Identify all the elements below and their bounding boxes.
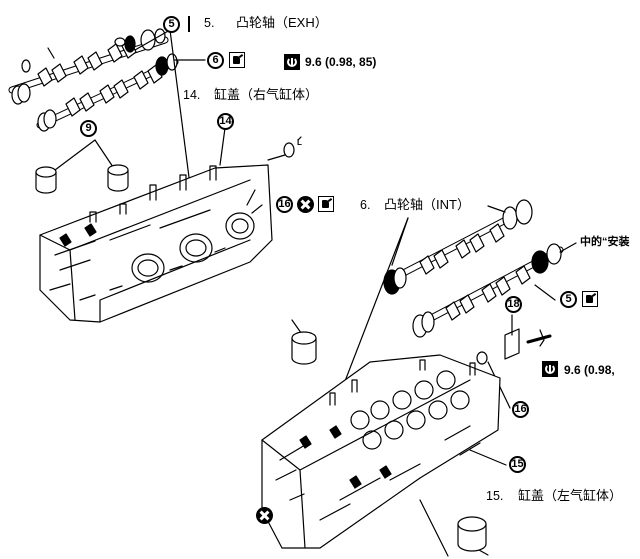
valve-lifters-right	[35, 164, 129, 194]
do-not-reuse-icon	[297, 196, 314, 213]
torque-spec-top: 9.6 (0.98, 85)	[305, 55, 377, 69]
item-15-number: 15.	[486, 489, 504, 503]
callout-18: 18	[505, 296, 522, 313]
valve-lifter-left	[291, 331, 487, 552]
callout-5-right: 5	[560, 291, 577, 308]
mark-l: L	[297, 138, 302, 147]
item-6-number: 6.	[360, 198, 371, 212]
cylinder-head-right-label: 缸盖（右气缸体）	[214, 87, 319, 102]
apply-oil-icon	[229, 52, 245, 68]
torque-wrench-icon	[542, 361, 558, 377]
apply-oil-icon	[318, 196, 334, 212]
cylinder-head-left-bank	[261, 354, 501, 549]
camshaft-exh-right	[8, 28, 169, 105]
torque-spec-right: 9.6 (0.98,	[564, 363, 615, 377]
callout-14: 14	[217, 113, 234, 130]
install-note-text: 中的“安装	[580, 236, 630, 248]
camshaft-exh-label: 凸轮轴（EXH）	[236, 15, 328, 30]
callout-15: 15	[509, 456, 526, 473]
apply-oil-icon	[582, 291, 598, 307]
separator-bar	[188, 16, 190, 32]
callout-16-right: 16	[512, 401, 529, 418]
camshaft-int-right	[36, 53, 179, 132]
callout-16-top: 16	[276, 196, 293, 213]
do-not-reuse-icon	[256, 507, 273, 524]
callout-6: 6	[207, 52, 224, 69]
callout-9: 9	[80, 120, 97, 137]
item-5-number: 5.	[204, 16, 215, 30]
camshaft-exh-left	[412, 243, 564, 338]
item-14-number: 14.	[183, 88, 201, 102]
callout-5-top: 5	[163, 16, 180, 33]
cylinder-head-left-label: 缸盖（左气缸体）	[518, 488, 623, 503]
camshaft-int-left	[383, 199, 533, 295]
camshaft-int-label: 凸轮轴（INT）	[384, 197, 470, 212]
torque-wrench-icon	[284, 54, 300, 70]
cylinder-head-right-bank	[39, 164, 273, 323]
